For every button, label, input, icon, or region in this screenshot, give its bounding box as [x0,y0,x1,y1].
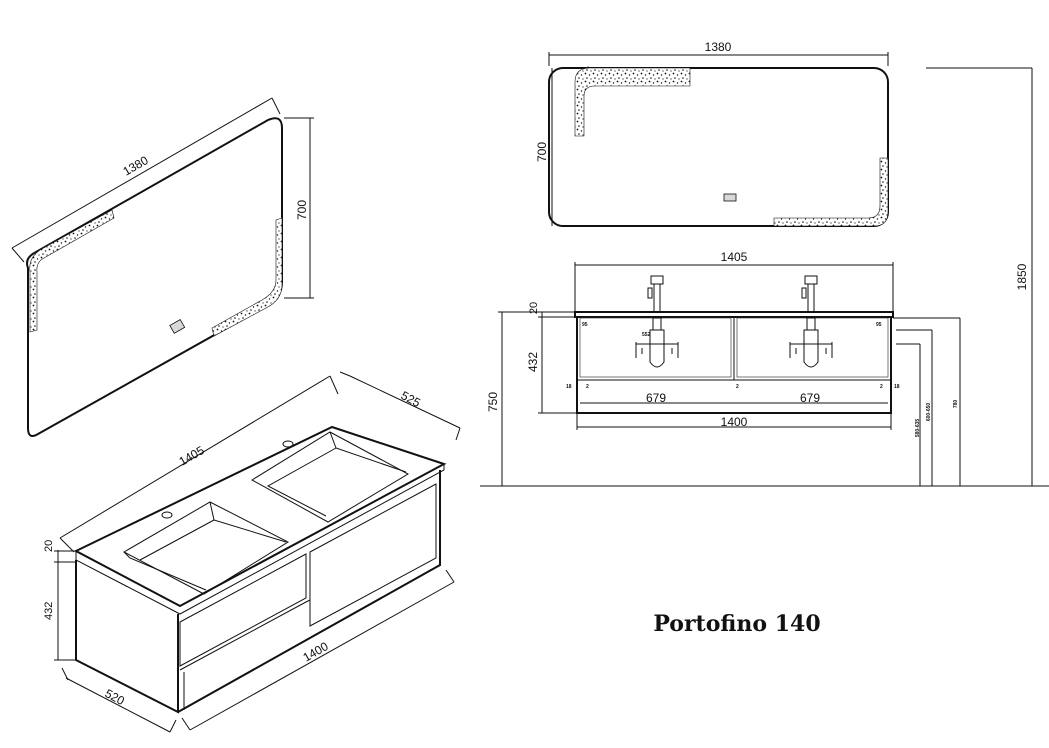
vanity-iso-top-width-label: 1405 [177,443,207,469]
vanity-isometric [54,371,461,733]
vanity-front-install-height-label: 750 [486,392,500,412]
mirror-front [548,52,889,227]
vanity-front-cabinet-width-label: 1400 [721,415,748,429]
small-inner-left-label: 2 [586,384,589,390]
range-b-label: 600-650 [926,403,932,422]
small-gap-right-label: 18 [894,384,900,390]
trap-label: 552 [642,332,651,338]
vanity-front-cabinet-height-label: 432 [526,352,540,372]
mirror-isometric [11,97,314,437]
mirror-front-height-label: 700 [535,142,549,162]
vanity-front-top-width-label: 1405 [721,250,748,264]
vanity-front-drawer-right-label: 679 [800,391,820,405]
mirror-front-width-label: 1380 [705,40,732,54]
product-title: Portofino 140 [653,611,820,637]
small-mid-gap-label: 2 [736,384,739,390]
vanity-front-top-thickness-label: 20 [528,302,540,314]
small-gap-left-label: 18 [566,384,572,390]
total-height-label: 1850 [1015,263,1029,290]
vanity-iso-cabinet-depth-label: 520 [103,686,128,708]
range-c-label: 780 [953,400,959,409]
vanity-iso-cabinet-height-label: 432 [43,602,55,620]
faucet-left [635,275,679,368]
inset-left-label: 95 [582,322,588,328]
faucet-right [789,275,833,368]
inset-right-label: 95 [876,322,882,328]
small-inner-right-label: 2 [880,384,883,390]
mirror-iso-height-label: 700 [295,200,309,220]
range-a-label: 580-635 [915,419,921,438]
mirror-iso-width-label: 1380 [121,153,151,179]
vanity-front-drawer-left-label: 679 [646,391,666,405]
vanity-iso-top-depth-label: 525 [399,388,424,410]
vanity-iso-top-thickness-label: 20 [43,540,55,552]
vanity-iso-cabinet-width-label: 1400 [301,639,331,665]
vanity-front [480,67,1049,487]
